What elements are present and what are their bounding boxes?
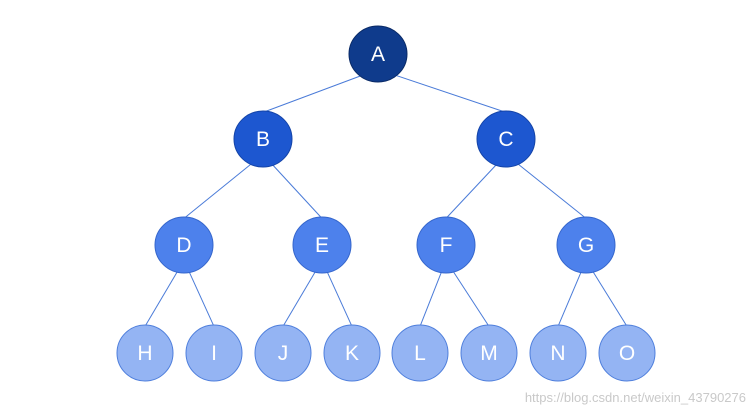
tree-node-i: I <box>185 324 243 382</box>
tree-node-e: E <box>292 216 352 274</box>
node-label-c: C <box>498 128 513 151</box>
edge-a-b <box>262 68 379 113</box>
tree-nodes: A B C D E F G H I J K L M N O <box>116 25 656 382</box>
tree-node-k: K <box>323 324 381 382</box>
node-label-i: I <box>211 342 217 365</box>
tree-edges <box>144 68 628 327</box>
node-circle-n <box>529 324 587 382</box>
node-circle-h <box>116 324 174 382</box>
node-circle-m <box>460 324 518 382</box>
node-circle-i <box>185 324 243 382</box>
tree-node-l: L <box>391 324 449 382</box>
tree-node-d: D <box>154 216 214 274</box>
node-circle-f <box>416 216 476 274</box>
node-label-f: F <box>440 234 453 257</box>
node-label-b: B <box>256 128 270 151</box>
tree-node-j: J <box>254 324 312 382</box>
tree-node-b: B <box>233 110 293 168</box>
tree-node-o: O <box>598 324 656 382</box>
edge-c-g <box>505 154 587 219</box>
node-circle-b <box>233 110 293 168</box>
node-circle-g <box>556 216 616 274</box>
node-circle-j <box>254 324 312 382</box>
edge-a-c <box>377 68 507 113</box>
node-label-a: A <box>371 43 385 66</box>
node-circle-c <box>476 110 536 168</box>
node-label-n: N <box>550 342 565 365</box>
node-label-d: D <box>176 234 191 257</box>
node-label-h: H <box>137 342 152 365</box>
tree-node-m: M <box>460 324 518 382</box>
node-circle-a <box>348 25 408 83</box>
node-circle-e <box>292 216 352 274</box>
edge-b-d <box>183 154 264 219</box>
node-circle-o <box>598 324 656 382</box>
tree-node-c: C <box>476 110 536 168</box>
node-label-m: M <box>480 342 498 365</box>
node-label-o: O <box>619 342 635 365</box>
tree-node-g: G <box>556 216 616 274</box>
node-circle-l <box>391 324 449 382</box>
node-label-l: L <box>414 342 426 365</box>
tree-node-n: N <box>529 324 587 382</box>
node-circle-k <box>323 324 381 382</box>
tree-node-h: H <box>116 324 174 382</box>
node-label-j: J <box>278 342 289 365</box>
tree-node-f: F <box>416 216 476 274</box>
watermark-url: https://blog.csdn.net/weixin_43790276 <box>524 390 746 405</box>
node-label-g: G <box>578 234 594 257</box>
node-circle-d <box>154 216 214 274</box>
tree-node-a: A <box>348 25 408 83</box>
node-label-k: K <box>345 342 359 365</box>
node-label-e: E <box>315 234 329 257</box>
